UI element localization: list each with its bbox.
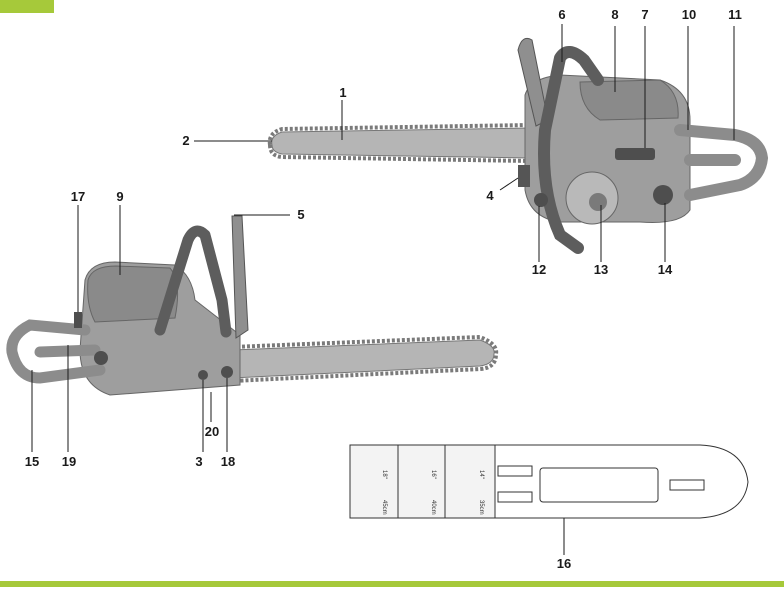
bar-cover-segment-1 (349, 444, 399, 519)
callout-5: 5 (297, 207, 305, 222)
bar-cover-slot-2 (497, 491, 533, 503)
starter-handle-knob (589, 193, 607, 211)
top-cover (579, 79, 679, 121)
callout-1: 1 (339, 85, 347, 100)
hand-guard-bottom (231, 215, 249, 339)
callout-3: 3 (195, 454, 203, 469)
cover-mark-16in: 16" (430, 470, 436, 479)
oil-cap (74, 312, 82, 328)
cover-mark-18in: 18" (381, 470, 387, 479)
callout-11: 11 (728, 7, 742, 22)
cover-mark-40cm: 40cm (430, 500, 436, 515)
callout-8: 8 (611, 7, 619, 22)
rear-handle-bottom (6, 319, 106, 384)
bar-nut (221, 366, 233, 378)
bar-cover-slot-1 (497, 465, 533, 477)
choke-knob (653, 185, 673, 205)
rear-handle-top (674, 124, 769, 201)
chainsaw-left-view (6, 215, 499, 396)
callout-4: 4 (486, 188, 494, 203)
bumper-spikes (518, 165, 530, 187)
callout-7: 7 (641, 7, 649, 22)
cover-mark-14in: 14" (478, 470, 484, 479)
callout-14: 14 (657, 262, 673, 277)
callout-18: 18 (220, 454, 236, 469)
front-handle-bottom (154, 225, 232, 338)
callout-9: 9 (116, 189, 124, 204)
callout-12: 12 (531, 262, 547, 277)
callout-6: 6 (558, 7, 566, 22)
cover-mark-45cm: 45cm (381, 500, 387, 515)
callout-16: 16 (556, 556, 572, 571)
bar-cover-segment-2 (397, 444, 446, 519)
bar-cover: 18" 45cm 16" 40cm 14" 35cm (349, 444, 749, 519)
callout-20: 20 (204, 424, 220, 439)
saw-chain-bottom (231, 334, 499, 383)
callout-13: 13 (593, 262, 609, 277)
bar-cover-slot-3 (669, 479, 705, 491)
callout-17: 17 (70, 189, 86, 204)
throttle-lever (615, 148, 655, 160)
bar-cover-segment-3 (444, 444, 496, 519)
callout-2: 2 (182, 133, 190, 148)
saw-chain-top (267, 123, 531, 163)
callout-10: 10 (681, 7, 697, 22)
adjust-screw-top (534, 193, 548, 207)
side-knob-bottom (94, 351, 108, 365)
bottom-accent-bar (0, 581, 784, 587)
cover-mark-35cm: 35cm (478, 500, 484, 515)
chain-tension-screw (198, 370, 208, 380)
corner-accent-tab (0, 0, 54, 13)
guide-bar-bottom (231, 339, 495, 379)
guide-bar-top (271, 127, 531, 159)
leader-4 (499, 177, 519, 191)
leader-lines (31, 24, 735, 555)
callout-19: 19 (61, 454, 77, 469)
callout-15: 15 (24, 454, 40, 469)
bar-cover-window (539, 467, 659, 503)
